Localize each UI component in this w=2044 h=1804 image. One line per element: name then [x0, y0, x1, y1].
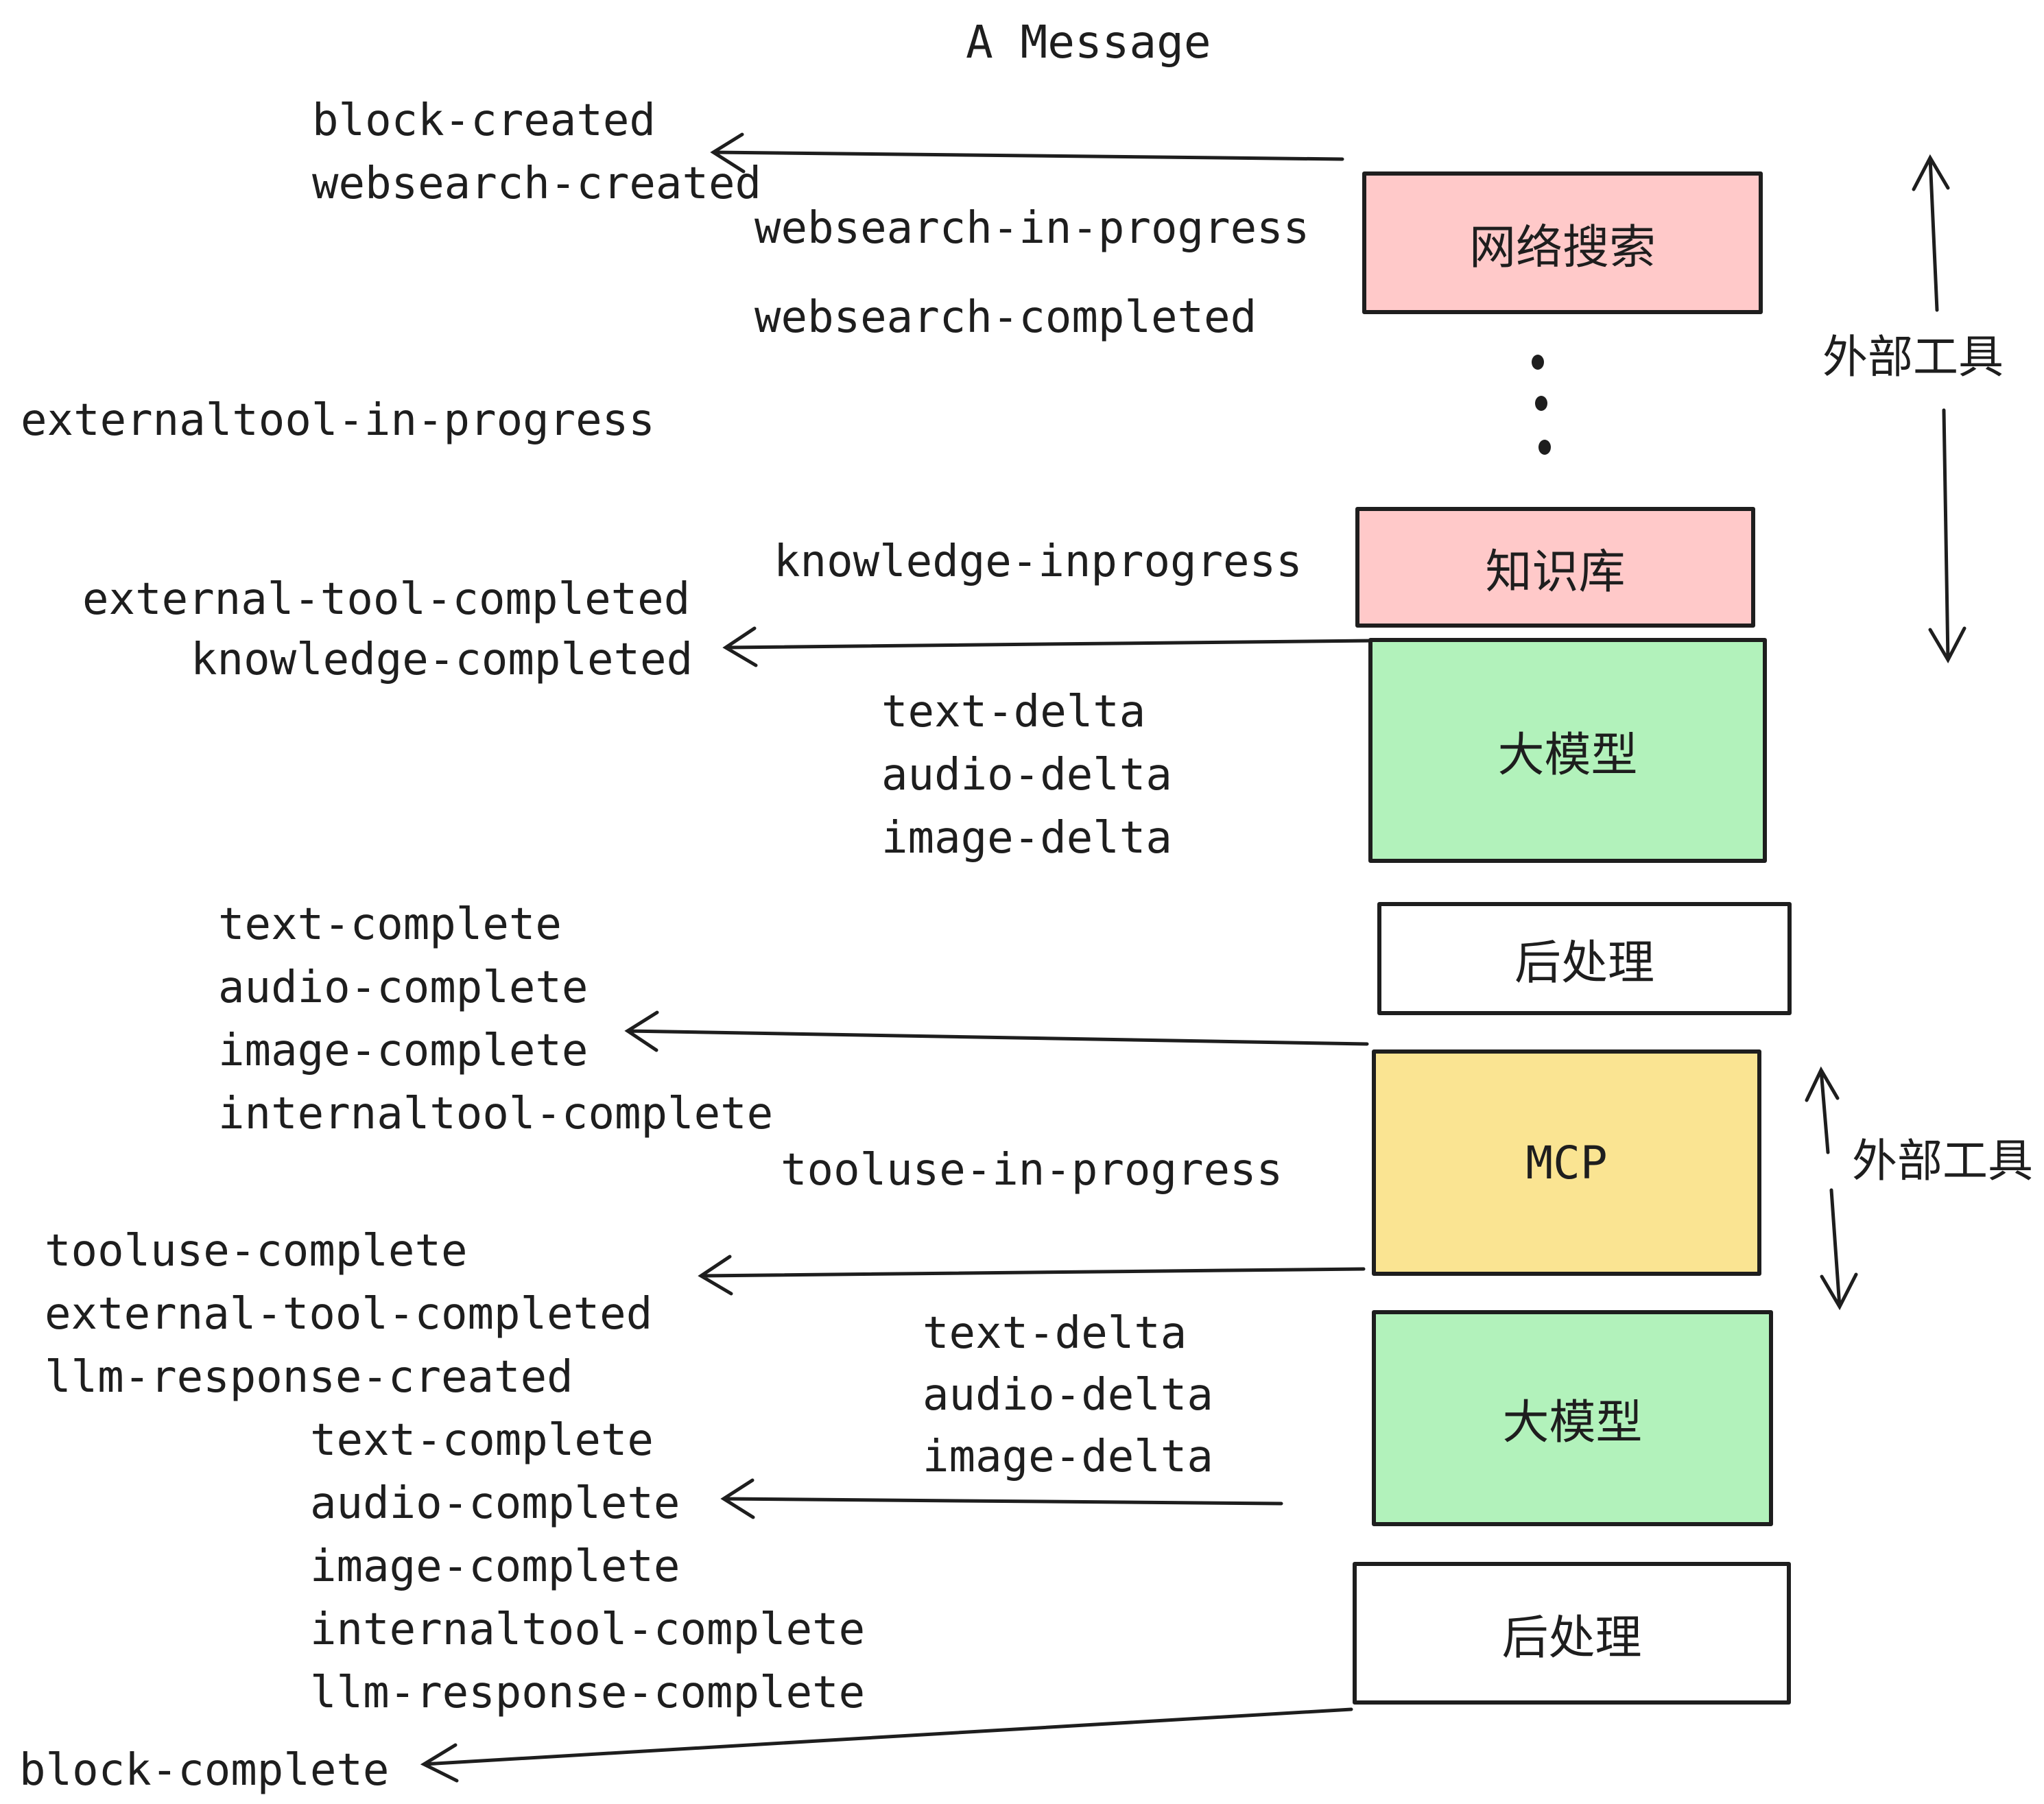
arrow-external-tools-1-up — [1912, 154, 1950, 312]
event-websearch-created: websearch-created — [312, 158, 762, 209]
event-text-delta-2: text-delta — [923, 1308, 1187, 1359]
arrow-external-tools-2-down — [1820, 1188, 1858, 1311]
event-tooluse-in-progress: tooluse-in-progress — [781, 1145, 1283, 1196]
event-externaltool-in-progress: externaltool-in-progress — [21, 395, 655, 446]
event-internaltool-complete-1: internaltool-complete — [218, 1089, 774, 1139]
event-block-created: block-created — [312, 95, 656, 146]
event-image-complete-2: image-complete — [310, 1541, 680, 1592]
box-llm-1: 大模型 — [1368, 638, 1767, 863]
box-llm-1-label: 大模型 — [1497, 728, 1638, 783]
arrow-knowledge-completed — [722, 626, 1374, 667]
event-llm-response-created: llm-response-created — [45, 1352, 573, 1403]
event-external-tool-completed-1: external-tool-completed — [82, 574, 691, 625]
event-image-delta-1: image-delta — [881, 813, 1172, 864]
event-llm-response-complete: llm-response-complete — [310, 1667, 866, 1718]
box-postprocess-2-label: 后处理 — [1501, 1611, 1642, 1665]
box-llm-2-label: 大模型 — [1502, 1396, 1643, 1450]
box-postprocess-1: 后处理 — [1377, 902, 1792, 1015]
event-tooluse-complete: tooluse-complete — [45, 1226, 468, 1277]
arrow-image-complete — [624, 1010, 1369, 1052]
page-title: A Message — [966, 16, 1211, 69]
event-knowledge-completed: knowledge-completed — [191, 634, 693, 685]
event-audio-complete-2: audio-complete — [310, 1478, 680, 1529]
event-image-complete-1: image-complete — [218, 1025, 589, 1076]
arrow-external-tools-2-up — [1805, 1066, 1840, 1154]
event-websearch-completed: websearch-completed — [754, 292, 1257, 343]
arrow-tooluse-complete — [698, 1255, 1366, 1296]
box-postprocess-2: 后处理 — [1353, 1562, 1791, 1705]
side-label-external-tools-2: 外部工具 — [1852, 1135, 2033, 1187]
arrow-audio-complete — [720, 1478, 1283, 1519]
event-audio-complete-1: audio-complete — [218, 962, 589, 1013]
box-knowledge-label: 知识库 — [1485, 545, 1626, 600]
box-mcp-label: MCP — [1525, 1136, 1608, 1189]
event-block-complete: block-complete — [19, 1745, 390, 1796]
arrow-block-complete — [420, 1707, 1353, 1783]
box-mcp: MCP — [1372, 1049, 1761, 1276]
arrow-external-tools-1-down — [1928, 408, 1966, 664]
event-knowledge-inprogress: knowledge-inprogress — [774, 536, 1303, 587]
event-external-tool-completed-2: external-tool-completed — [45, 1289, 653, 1340]
event-text-delta-1: text-delta — [881, 687, 1146, 737]
event-audio-delta-1: audio-delta — [881, 750, 1172, 800]
box-postprocess-1-label: 后处理 — [1514, 936, 1654, 990]
event-text-complete-2: text-complete — [310, 1415, 654, 1466]
box-websearch-label: 网络搜索 — [1469, 220, 1656, 275]
box-websearch: 网络搜索 — [1362, 171, 1763, 314]
box-llm-2: 大模型 — [1372, 1310, 1773, 1526]
event-image-delta-2: image-delta — [923, 1432, 1213, 1482]
side-label-external-tools-1: 外部工具 — [1822, 331, 2004, 383]
event-text-complete-1: text-complete — [218, 899, 562, 950]
event-internaltool-complete-2: internaltool-complete — [310, 1604, 866, 1655]
event-audio-delta-2: audio-delta — [923, 1370, 1213, 1421]
box-knowledge: 知识库 — [1355, 507, 1755, 628]
event-websearch-in-progress: websearch-in-progress — [754, 203, 1310, 254]
arrow-websearch-created — [710, 132, 1344, 174]
vertical-ellipsis-dots — [1532, 355, 1551, 455]
